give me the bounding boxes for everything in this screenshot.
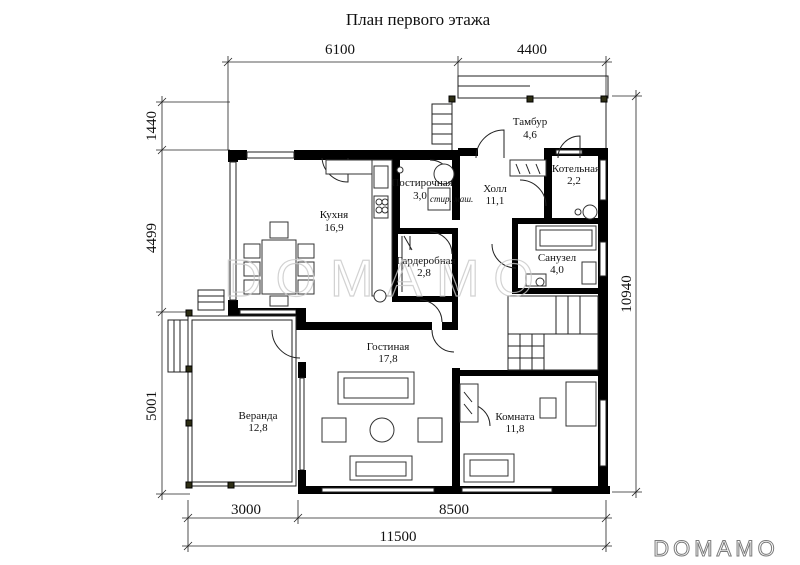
dim-left-top: 1440 <box>144 111 160 141</box>
bathroom-fixtures <box>525 225 597 287</box>
appliance-label: стир. маш. <box>430 194 473 204</box>
wardrobe-fixtures <box>373 235 413 303</box>
room-area-veranda: 12,8 <box>248 422 268 434</box>
living-furniture <box>321 371 443 481</box>
room-area-living: 17,8 <box>378 353 398 365</box>
room-name-tambur: Тамбур <box>513 116 548 128</box>
room-area-hall: 11,1 <box>486 195 505 207</box>
dim-right-total: 10940 <box>619 275 635 313</box>
room-area-tambur: 4,6 <box>523 129 537 141</box>
room-name-veranda: Веранда <box>239 410 278 422</box>
room-name-wardrobe: Гардеробная <box>396 255 455 267</box>
room-area-kitchen: 16,9 <box>324 222 344 234</box>
laundry-fixtures: стир. маш. <box>396 163 473 211</box>
dim-bottom-right: 8500 <box>439 502 469 518</box>
room-name-laundry: Постирочная <box>391 177 452 189</box>
interior-walls <box>306 148 606 492</box>
room-furniture <box>459 381 597 483</box>
watermark: DOMAMO <box>224 250 548 308</box>
plan-title: План первого этажа <box>346 10 491 29</box>
dim-left-middle: 4499 <box>144 223 160 253</box>
room-area-room: 11,8 <box>506 423 525 435</box>
brand-logo: DOMAMO <box>653 536 778 561</box>
boiler-fixtures <box>574 204 598 220</box>
room-labels: Тамбур 4,6 Котельная 2,2 Холл 11,1 Пости… <box>239 116 601 435</box>
top-dimension: 6100 4400 <box>222 42 612 150</box>
entrance-porch <box>431 75 609 152</box>
dim-bottom-total: 11500 <box>380 529 417 545</box>
room-area-boiler: 2,2 <box>567 175 581 187</box>
dim-top-left: 6100 <box>325 42 355 58</box>
room-area-wardrobe: 2,8 <box>417 267 431 279</box>
bottom-dimension: 3000 8500 11500 <box>182 500 612 552</box>
kitchen-furniture <box>243 159 393 307</box>
dim-top-right: 4400 <box>517 42 547 58</box>
left-dimension: 1440 4499 5001 <box>144 96 230 500</box>
room-name-hall: Холл <box>483 183 507 195</box>
room-area-laundry: 3,0 <box>413 190 427 202</box>
room-name-living: Гостиная <box>367 341 410 353</box>
room-area-bathroom: 4,0 <box>550 264 564 276</box>
hall-fixtures <box>509 159 547 177</box>
staircase <box>507 295 599 371</box>
dim-bottom-left: 3000 <box>231 502 261 518</box>
dim-left-bottom: 5001 <box>144 391 160 421</box>
room-name-bathroom: Санузел <box>538 252 577 264</box>
right-dimension: 10940 <box>612 90 642 498</box>
room-name-boiler: Котельная <box>552 163 600 175</box>
veranda <box>167 289 297 489</box>
room-name-kitchen: Кухня <box>320 209 348 221</box>
room-name-room: Комната <box>495 411 534 423</box>
